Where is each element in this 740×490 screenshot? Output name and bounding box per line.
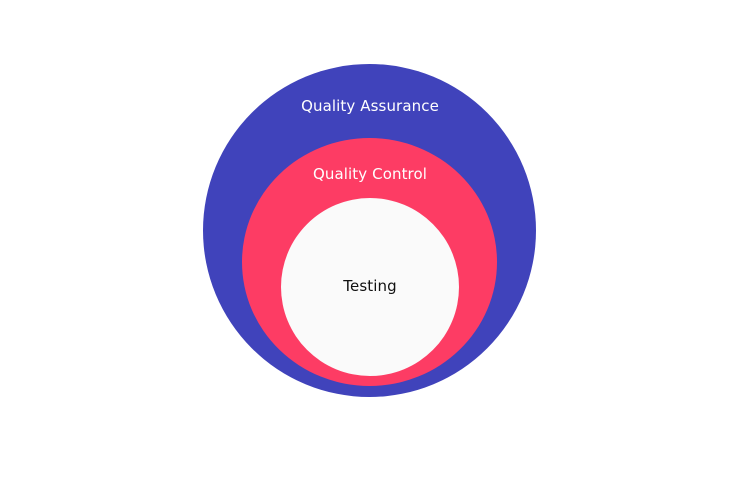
quality-assurance-label: Quality Assurance bbox=[301, 97, 439, 115]
testing-label: Testing bbox=[343, 277, 397, 295]
testing-circle bbox=[281, 198, 459, 376]
quality-control-label: Quality Control bbox=[312, 165, 428, 183]
